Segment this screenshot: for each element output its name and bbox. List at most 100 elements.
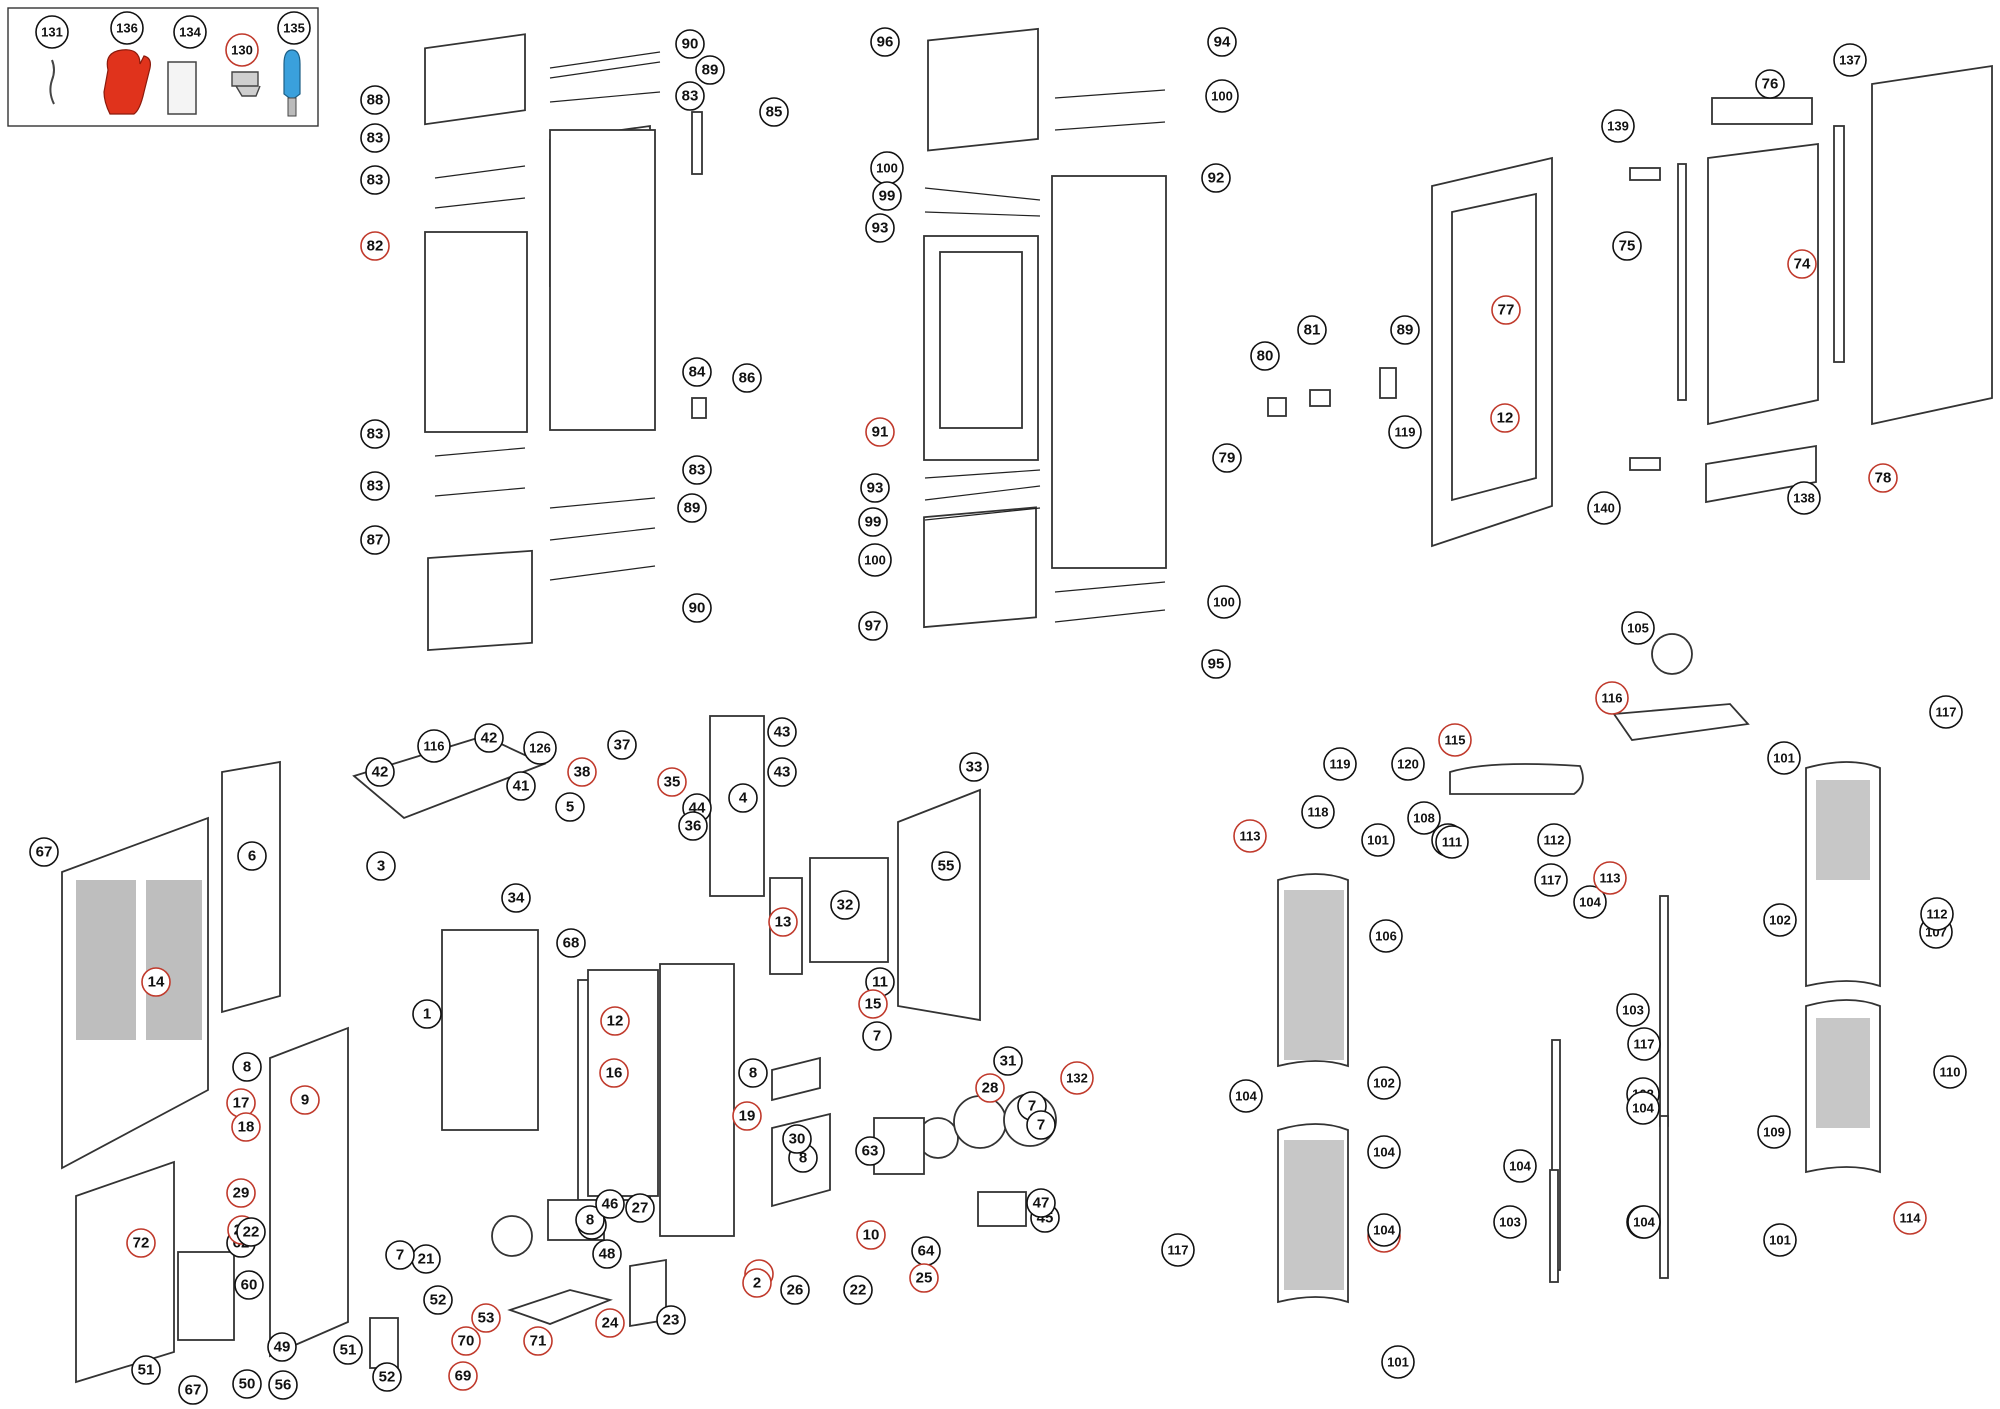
callout-42: 42 — [365, 757, 395, 787]
callout-label: 8 — [799, 1150, 807, 1167]
callout-label: 89 — [684, 500, 701, 517]
callout-120: 120 — [1391, 747, 1425, 781]
accessory-kit — [7, 7, 319, 127]
callout-label: 10 — [863, 1227, 880, 1244]
callout-label: 69 — [455, 1368, 472, 1385]
callout-label: 68 — [563, 935, 580, 952]
callout-label: 46 — [602, 1196, 619, 1213]
callout-label: 101 — [1773, 751, 1795, 766]
callout-115: 115 — [1438, 723, 1472, 757]
callout-label: 119 — [1330, 757, 1351, 772]
callout-28: 28 — [975, 1073, 1005, 1103]
callout-67: 67 — [29, 837, 59, 867]
callout-label: 25 — [916, 1270, 933, 1287]
callout-label: 140 — [1593, 501, 1615, 516]
callout-label: 126 — [529, 741, 551, 756]
callout-104: 104 — [1626, 1091, 1660, 1125]
callout-label: 22 — [850, 1282, 867, 1299]
callout-103: 103 — [1616, 993, 1650, 1027]
callout-126: 126 — [523, 731, 557, 765]
callout-83: 83 — [360, 419, 390, 449]
callout-101: 101 — [1763, 1223, 1797, 1257]
callout-label: 3 — [377, 858, 385, 875]
callout-101: 101 — [1361, 823, 1395, 857]
callout-43: 43 — [767, 757, 797, 787]
callout-106: 106 — [1369, 919, 1403, 953]
callout-label: 16 — [606, 1065, 623, 1082]
callout-7: 7 — [1026, 1110, 1056, 1140]
callout-label: 2 — [753, 1275, 761, 1292]
manual-icon — [167, 61, 197, 115]
callout-label: 31 — [1000, 1053, 1017, 1070]
callout-103: 103 — [1493, 1205, 1527, 1239]
callout-17: 17 — [226, 1088, 256, 1118]
callout-7: 7 — [385, 1240, 415, 1270]
callout-label: 34 — [508, 890, 525, 907]
callout-32: 32 — [830, 890, 860, 920]
callout-110: 110 — [1933, 1055, 1967, 1089]
callout-82: 82 — [360, 231, 390, 261]
callout-50: 50 — [232, 1369, 262, 1399]
callout-81: 81 — [1297, 315, 1327, 345]
callout-52: 52 — [372, 1362, 402, 1392]
callout-89: 89 — [695, 55, 725, 85]
callout-label: 27 — [632, 1200, 649, 1217]
callout-84: 84 — [682, 357, 712, 387]
callout-label: 1 — [423, 1006, 431, 1023]
callout-label: 114 — [1900, 1211, 1922, 1226]
callout-label: 67 — [36, 844, 53, 861]
callout-104: 104 — [1503, 1149, 1537, 1183]
callout-label: 116 — [424, 739, 445, 754]
callout-label: 38 — [574, 764, 591, 781]
callout-22: 22 — [843, 1275, 873, 1305]
callout-label: 100 — [1211, 89, 1233, 104]
callout-117: 117 — [1161, 1233, 1195, 1267]
callout-label: 6 — [248, 848, 256, 865]
callout-label: 5 — [566, 799, 574, 816]
callout-18: 18 — [231, 1112, 261, 1142]
callout-label: 100 — [1213, 595, 1235, 610]
callout-136: 136 — [110, 11, 144, 45]
callout-87: 87 — [360, 525, 390, 555]
callout-132: 132 — [1060, 1061, 1094, 1095]
callout-label: 15 — [865, 996, 882, 1013]
callout-88: 88 — [360, 85, 390, 115]
callout-93: 93 — [865, 213, 895, 243]
callout-86: 86 — [732, 363, 762, 393]
callout-42: 42 — [474, 723, 504, 753]
callout-83: 83 — [360, 471, 390, 501]
callout-119: 119 — [1323, 747, 1357, 781]
callout-label: 104 — [1632, 1101, 1654, 1116]
callout-label: 100 — [864, 553, 886, 568]
callout-112: 112 — [1537, 823, 1571, 857]
callout-label: 29 — [233, 1185, 250, 1202]
callout-label: 4 — [739, 790, 748, 807]
callout-12: 12 — [600, 1006, 630, 1036]
callout-label: 89 — [1397, 322, 1414, 339]
callout-label: 96 — [877, 34, 894, 51]
callout-138: 138 — [1787, 481, 1821, 515]
callout-70: 70 — [451, 1326, 481, 1356]
callout-label: 41 — [513, 778, 530, 795]
callout-90: 90 — [682, 593, 712, 623]
callout-label: 93 — [867, 480, 884, 497]
callout-label: 9 — [301, 1092, 309, 1109]
callout-label: 49 — [274, 1339, 291, 1356]
callout-37: 37 — [607, 730, 637, 760]
callout-83: 83 — [360, 165, 390, 195]
callout-80: 80 — [1250, 341, 1280, 371]
callout-108: 108 — [1407, 801, 1441, 835]
callout-60: 60 — [234, 1270, 264, 1300]
callout-label: 80 — [1257, 348, 1274, 365]
callout-99: 99 — [872, 181, 902, 211]
callout-label: 119 — [1395, 425, 1416, 440]
callout-label: 48 — [599, 1246, 616, 1263]
stove-body — [61, 715, 1057, 1384]
callout-104: 104 — [1573, 885, 1607, 919]
callout-27: 27 — [625, 1193, 655, 1223]
callout-label: 13 — [775, 914, 792, 931]
callout-label: 87 — [367, 532, 384, 549]
callout-93: 93 — [860, 473, 890, 503]
callout-4: 4 — [728, 783, 758, 813]
callout-label: 83 — [682, 88, 699, 105]
